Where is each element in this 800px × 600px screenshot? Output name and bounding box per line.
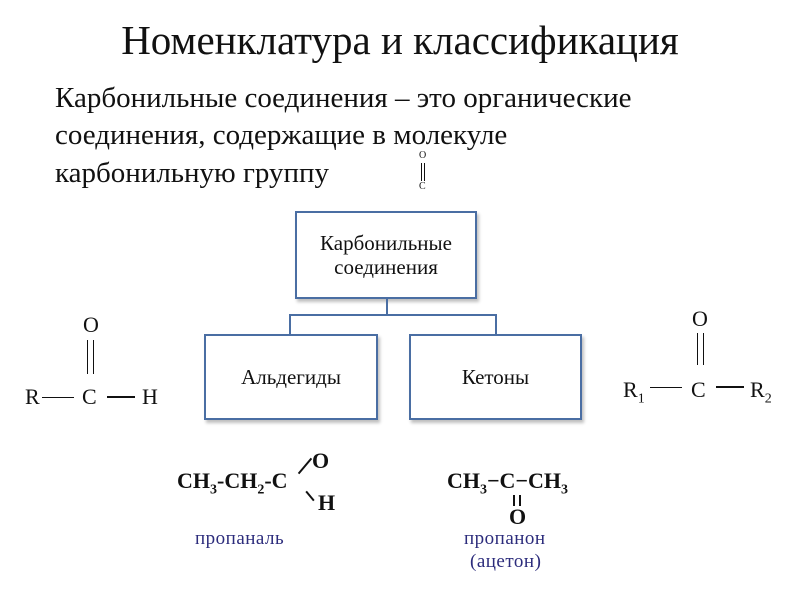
connector [289,314,497,316]
carbon-label: C [419,181,426,192]
slide-title: Номенклатура и классификация [121,17,679,63]
atom-c: C [691,377,706,402]
propanone-name: пропанон [464,528,546,549]
connector [289,314,291,335]
node-label: Альдегиды [241,365,341,389]
atom-r: R [25,384,40,409]
definition-line-1: Карбонильные соединения – это органическ… [55,82,632,114]
atom-o: O [509,504,527,529]
node-ketones: Кетоны [409,334,582,420]
atom-o: O [83,312,99,337]
definition-line-3: карбонильную группу [55,157,329,189]
connector [386,298,388,315]
propanal-name: пропаналь [195,528,285,549]
oxygen-label: O [419,150,427,161]
atom-h: H [142,384,158,409]
atom-o: O [312,448,330,473]
node-label: Кетоны [461,365,530,389]
atom-r1: R1 [623,377,645,407]
root-label-line-1: Карбонильные [320,231,452,255]
connector [495,314,497,335]
node-aldehydes: Альдегиды [204,334,378,420]
definition-line-2: соединения, содержащие в молекуле [55,119,508,151]
atom-c: C [82,384,97,409]
propanone-formula: CH3−C−CH3 [447,468,568,498]
propanone-alt-name: (ацетон) [470,551,542,572]
root-label-line-2: соединения [334,255,438,279]
atom-h: H [318,490,336,515]
propanal-formula: CH3-CH2-C [177,468,288,498]
atom-r2: R2 [750,377,772,407]
atom-o: O [692,306,708,331]
